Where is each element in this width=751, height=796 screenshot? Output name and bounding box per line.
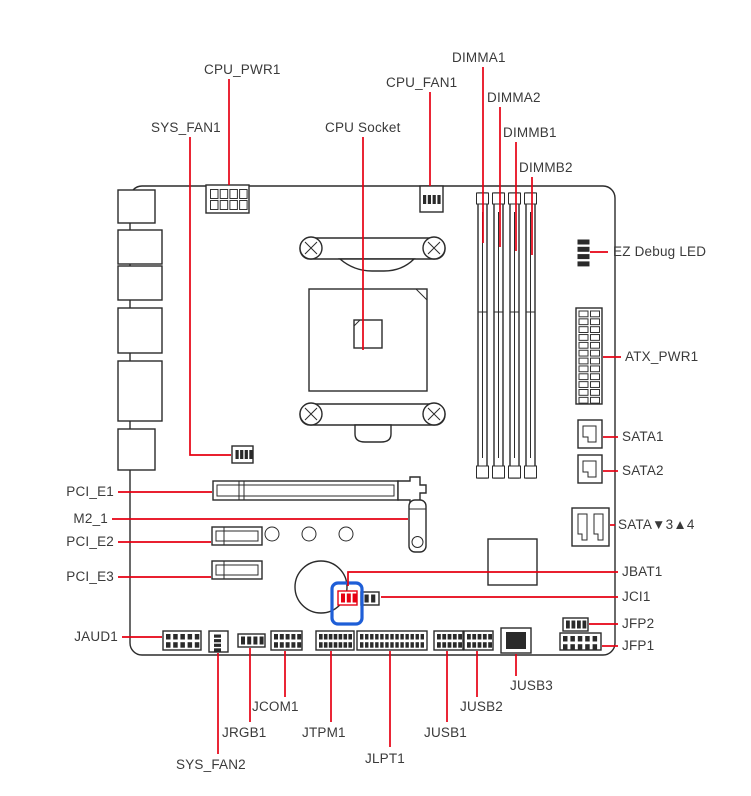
pcie-x16-slot bbox=[212, 476, 427, 504]
cpu-fan-connector bbox=[419, 185, 444, 213]
jusb1-header bbox=[433, 630, 464, 651]
label-dimma1: DIMMA1 bbox=[452, 50, 506, 65]
mounting-holes bbox=[264, 526, 354, 542]
cmos-battery bbox=[294, 560, 348, 614]
chipset bbox=[487, 538, 538, 586]
label-cpu-socket: CPU Socket bbox=[325, 120, 401, 135]
m2-slot bbox=[408, 499, 427, 553]
jlpt1-header bbox=[356, 630, 428, 651]
atx-power-connector bbox=[575, 307, 603, 405]
label-cpu-pwr1: CPU_PWR1 bbox=[204, 62, 281, 77]
sata2-port bbox=[577, 454, 603, 484]
cpu-retention-top bbox=[299, 236, 446, 272]
ez-debug-led bbox=[577, 239, 590, 267]
label-sys-fan1: SYS_FAN1 bbox=[151, 120, 221, 135]
rear-io-ports bbox=[117, 189, 163, 471]
label-jtpm1: JTPM1 bbox=[302, 725, 346, 740]
leader-jbat1 bbox=[347, 571, 618, 586]
label-cpu-fan1: CPU_FAN1 bbox=[386, 75, 458, 90]
jcom1-header bbox=[270, 630, 303, 651]
pcie-x1-slot-2 bbox=[211, 526, 263, 546]
label-pci-e2: PCI_E2 bbox=[66, 534, 114, 549]
dimm-slot-b2 bbox=[524, 192, 537, 479]
sata1-port bbox=[577, 419, 603, 449]
cpu-power-connector bbox=[205, 184, 250, 214]
label-jusb2: JUSB2 bbox=[460, 699, 504, 714]
label-jci1: JCI1 bbox=[622, 589, 651, 604]
leader-lines bbox=[112, 67, 621, 754]
jusb2-header bbox=[463, 630, 494, 651]
dimm-slot-a2 bbox=[492, 192, 505, 479]
label-sata34: SATA▼3▲4 bbox=[618, 517, 695, 532]
jbat1-jumper bbox=[337, 590, 358, 606]
label-pci-e3: PCI_E3 bbox=[66, 569, 114, 584]
label-jfp2: JFP2 bbox=[622, 616, 655, 631]
label-jrgb1: JRGB1 bbox=[222, 725, 267, 740]
jfp1-header bbox=[559, 632, 602, 651]
pcie-x1-slot-3 bbox=[211, 560, 263, 580]
label-jaud1: JAUD1 bbox=[74, 629, 118, 644]
jtpm1-header bbox=[315, 630, 355, 651]
label-jlpt1: JLPT1 bbox=[365, 751, 406, 766]
jaud1-header bbox=[162, 630, 202, 651]
dimm-slots bbox=[476, 192, 537, 479]
cpu-retention-bottom bbox=[299, 402, 446, 443]
label-dimma2: DIMMA2 bbox=[487, 90, 541, 105]
label-sys-fan2: SYS_FAN2 bbox=[176, 757, 246, 772]
label-jbat1: JBAT1 bbox=[622, 564, 663, 579]
sys-fan1-connector bbox=[231, 445, 254, 464]
leader-sys-fan1 bbox=[189, 137, 231, 456]
label-atx-pwr1: ATX_PWR1 bbox=[625, 349, 699, 364]
label-sata2: SATA2 bbox=[622, 463, 664, 478]
label-pci-e1: PCI_E1 bbox=[66, 484, 114, 499]
label-ez-debug-led: EZ Debug LED bbox=[613, 244, 707, 259]
cpu-socket bbox=[308, 288, 428, 392]
label-dimmb1: DIMMB1 bbox=[503, 125, 557, 140]
label-m2-1: M2_1 bbox=[73, 511, 108, 526]
label-jfp1: JFP1 bbox=[622, 638, 655, 653]
label-dimmb2: DIMMB2 bbox=[519, 160, 573, 175]
label-jusb1: JUSB1 bbox=[424, 725, 468, 740]
sata34-ports bbox=[571, 507, 610, 547]
dimm-slot-b1 bbox=[508, 192, 521, 479]
jrgb1-header bbox=[237, 633, 266, 648]
highlight-box bbox=[330, 581, 364, 626]
jfp2-header bbox=[562, 617, 589, 632]
label-jcom1: JCOM1 bbox=[252, 699, 299, 714]
label-jusb3: JUSB3 bbox=[510, 678, 554, 693]
sys-fan2-connector bbox=[208, 630, 229, 653]
jusb3-header bbox=[500, 627, 532, 654]
label-sata1: SATA1 bbox=[622, 429, 664, 444]
